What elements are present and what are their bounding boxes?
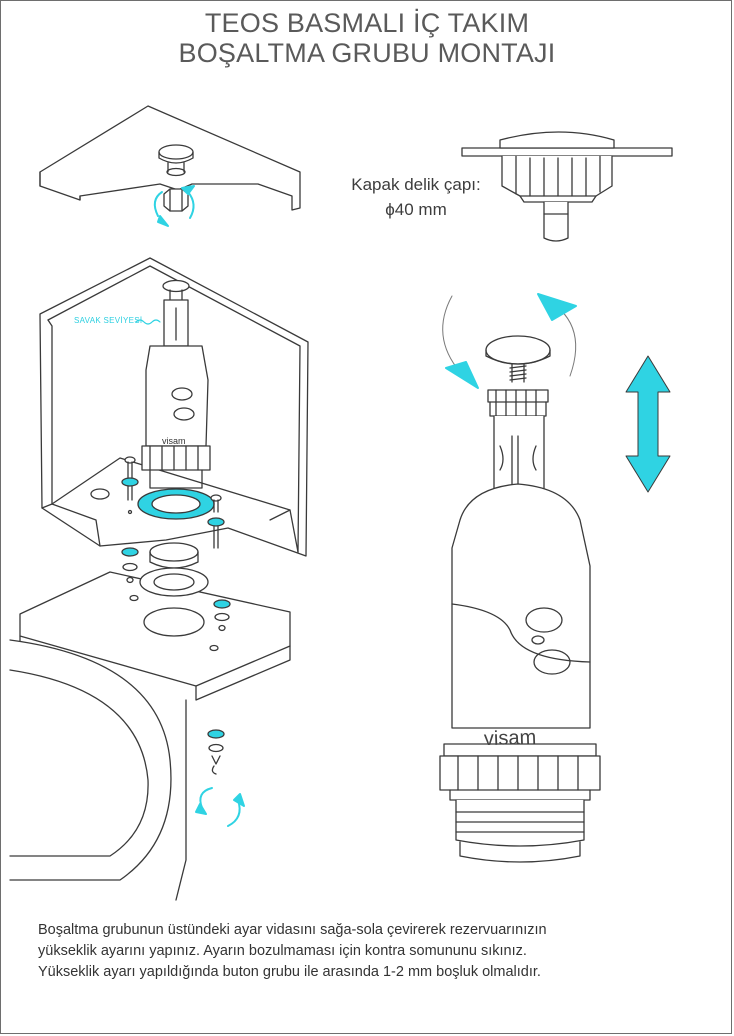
washers-right	[213, 599, 231, 632]
hole-diameter-label: Kapak delik çapı: ϕ40 mm	[342, 172, 490, 222]
large-valve-brand: visam	[484, 726, 537, 750]
large-valve	[439, 335, 601, 863]
washers-left	[121, 547, 139, 584]
title-line-1: TEOS BASMALI İÇ TAKIM	[204, 8, 530, 38]
overflow-level-label: SAVAK SEVİYESİ	[74, 316, 143, 325]
tank-valve-brand: visam	[162, 436, 186, 446]
overflow-level-marker	[135, 319, 161, 325]
tank-gasket	[137, 488, 215, 520]
tank-valve	[141, 279, 211, 489]
title-line-2: BOŞALTMA GRUBU MONTAJI	[178, 38, 556, 68]
rotate-arrow-large	[442, 293, 577, 389]
rotate-arrow-bottom	[195, 787, 245, 827]
lid-nut	[163, 188, 189, 212]
hole-diameter-value: ϕ40 mm	[385, 200, 447, 219]
toilet-bowl	[9, 571, 291, 901]
lid-button	[158, 144, 194, 177]
rotate-arrow-lid	[153, 185, 195, 227]
washers-bottom	[207, 729, 225, 775]
connector-gaskets	[139, 542, 209, 597]
tank-bolt-right	[207, 494, 225, 549]
instruction-line-2: yükseklik ayarını yapınız. Ayarın bozulm…	[38, 943, 527, 959]
height-adjust-arrow	[625, 355, 671, 493]
tank-bolt-left	[121, 456, 139, 515]
hole-diameter-caption: Kapak delik çapı:	[351, 175, 481, 194]
instructions: Boşaltma grubunun üstündeki ayar vidasın…	[38, 920, 547, 983]
instruction-line-1: Boşaltma grubunun üstündeki ayar vidasın…	[38, 922, 547, 938]
instruction-line-3: Yükseklik ayarı yapıldığında buton grubu…	[38, 964, 541, 980]
button-detail	[461, 131, 673, 242]
